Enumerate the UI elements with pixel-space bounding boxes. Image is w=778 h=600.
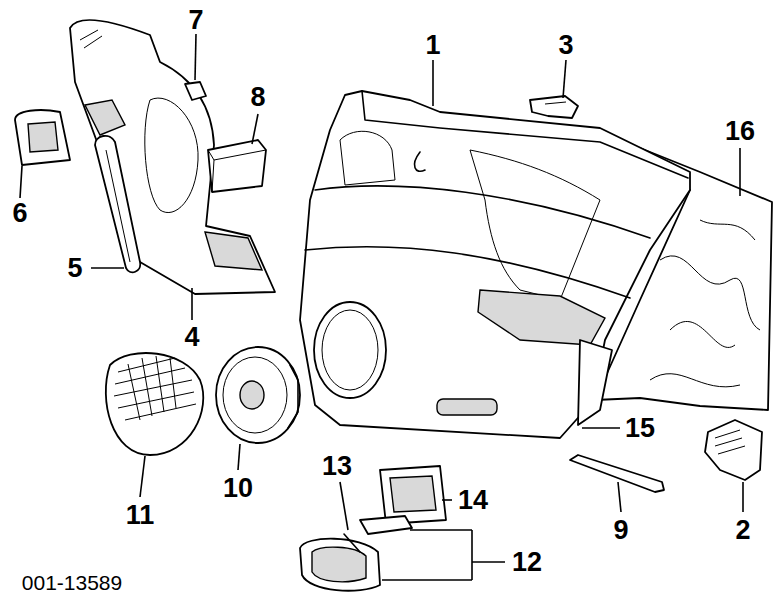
callout-number: 5: [66, 255, 83, 282]
upper-trim: [70, 20, 275, 294]
callout-number: 4: [183, 324, 200, 351]
callout-number: 1: [424, 32, 441, 59]
callout-number: 2: [734, 517, 751, 544]
callout-number: 9: [612, 517, 629, 544]
leader-lines: [20, 34, 743, 580]
door-trim-panel: [300, 91, 690, 438]
trim-insert: [15, 110, 70, 165]
storage-bin: [208, 140, 266, 192]
trim-strip: [95, 136, 140, 272]
callout-number: 3: [557, 32, 574, 59]
retainer-clip: [530, 96, 578, 118]
speaker: [216, 347, 300, 443]
callout-number: 7: [187, 7, 204, 34]
handle-bezel: [380, 466, 446, 524]
figure-code: 001-13589: [21, 572, 123, 593]
small-clip: [185, 82, 206, 100]
callout-number: 14: [457, 487, 489, 514]
callout-number: 13: [321, 453, 353, 480]
callout-number: 8: [249, 84, 266, 111]
trim-molding: [570, 455, 664, 492]
callout-number: 11: [125, 502, 156, 529]
callout-number: 15: [624, 415, 656, 442]
callout-number: 10: [222, 475, 254, 502]
callout-number: 6: [11, 200, 28, 227]
speaker-grille: [106, 353, 203, 455]
callout-number: 12: [511, 549, 543, 576]
callout-number: 16: [724, 118, 756, 145]
latch-bracket: [705, 420, 762, 480]
